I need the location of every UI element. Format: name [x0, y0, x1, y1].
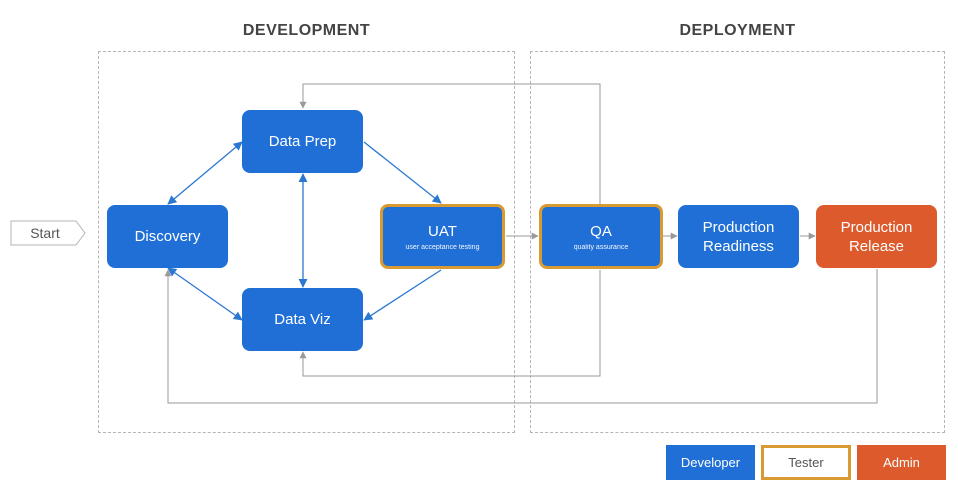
- production-readiness-label: Production Readiness: [702, 218, 775, 255]
- qa-node[interactable]: QA quality assurance: [539, 204, 663, 269]
- arrow-discovery-data-viz: [167, 267, 243, 321]
- legend-tester-label: Tester: [788, 455, 824, 470]
- deployment-zone: [530, 51, 945, 433]
- data-prep-node[interactable]: Data Prep: [242, 110, 363, 173]
- legend-developer: Developer: [666, 445, 755, 480]
- qa-label: QA: [590, 223, 612, 240]
- legend-developer-label: Developer: [680, 455, 741, 470]
- data-prep-label: Data Prep: [268, 133, 337, 150]
- uat-sublabel: user acceptance testing: [405, 244, 480, 251]
- legend-admin-label: Admin: [883, 455, 920, 470]
- discovery-label: Discovery: [134, 228, 201, 245]
- arrow-data-prep-uat: [363, 141, 442, 204]
- production-release-label: Production Release: [840, 218, 913, 255]
- data-viz-label: Data Viz: [274, 311, 331, 328]
- discovery-node[interactable]: Discovery: [107, 205, 228, 268]
- production-release-node[interactable]: Production Release: [816, 205, 937, 268]
- deployment-section-title: DEPLOYMENT: [679, 22, 796, 39]
- legend-tester: Tester: [761, 445, 851, 480]
- qa-sublabel: quality assurance: [573, 244, 629, 251]
- arrow-qa-back-to-data-viz: [299, 270, 601, 377]
- start-chevron: [10, 220, 86, 246]
- arrow-discovery-data-prep: [167, 141, 243, 205]
- legend-admin: Admin: [857, 445, 946, 480]
- uat-label: UAT: [428, 223, 457, 240]
- arrow-release-back-to-discovery: [164, 269, 878, 404]
- start-label: Start: [30, 225, 60, 241]
- uat-node[interactable]: UAT user acceptance testing: [380, 204, 505, 269]
- arrow-qa-back-to-data-prep: [299, 83, 601, 204]
- development-section-title: DEVELOPMENT: [242, 22, 371, 39]
- production-readiness-node[interactable]: Production Readiness: [678, 205, 799, 268]
- arrow-uat-data-viz: [363, 269, 442, 321]
- data-viz-node[interactable]: Data Viz: [242, 288, 363, 351]
- development-zone: [98, 51, 515, 433]
